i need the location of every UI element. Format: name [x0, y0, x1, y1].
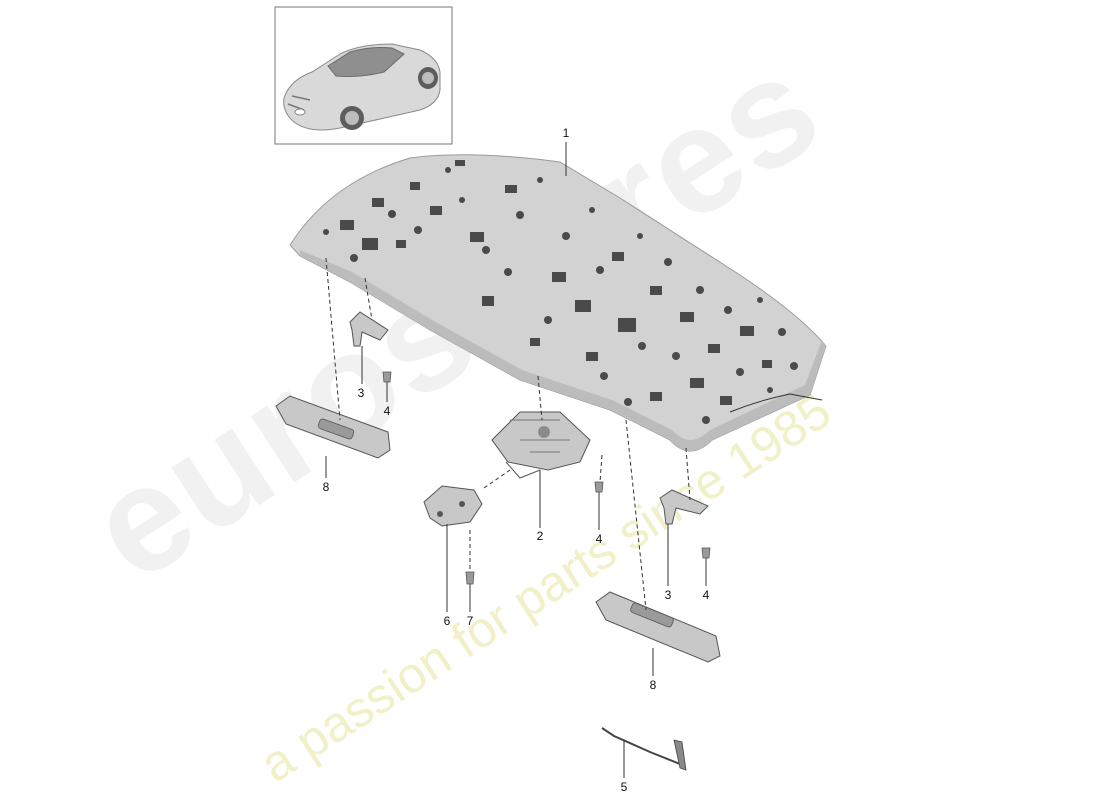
callout-1: 1: [562, 126, 570, 140]
screw-7-part: [465, 571, 475, 585]
callout-4-left: 4: [383, 404, 391, 418]
leader-lines: [325, 142, 707, 778]
vehicle-thumbnail: [274, 6, 453, 145]
callout-2: 2: [536, 529, 544, 543]
bracket-right-part: [659, 489, 709, 525]
roof-lock-part: [491, 411, 591, 479]
plate-right-part: [595, 591, 721, 663]
screw-parts: [382, 371, 711, 559]
callout-7: 7: [466, 614, 474, 628]
callout-3-left: 3: [357, 386, 365, 400]
panel-holes: [323, 160, 798, 424]
plate-left-part: [275, 395, 391, 459]
hinge-part: [423, 485, 483, 527]
callout-4-center: 4: [595, 532, 603, 546]
callout-3-right: 3: [664, 588, 672, 602]
roof-panel: [289, 154, 827, 452]
callout-8-right: 8: [649, 678, 657, 692]
callout-6: 6: [443, 614, 451, 628]
cable-part: [601, 727, 687, 771]
assembly-lines: [325, 257, 691, 611]
callout-5: 5: [620, 780, 628, 794]
car-icon: [283, 43, 441, 131]
callout-8-left: 8: [322, 480, 330, 494]
callout-4-right: 4: [702, 588, 710, 602]
bracket-left-part: [349, 311, 389, 347]
